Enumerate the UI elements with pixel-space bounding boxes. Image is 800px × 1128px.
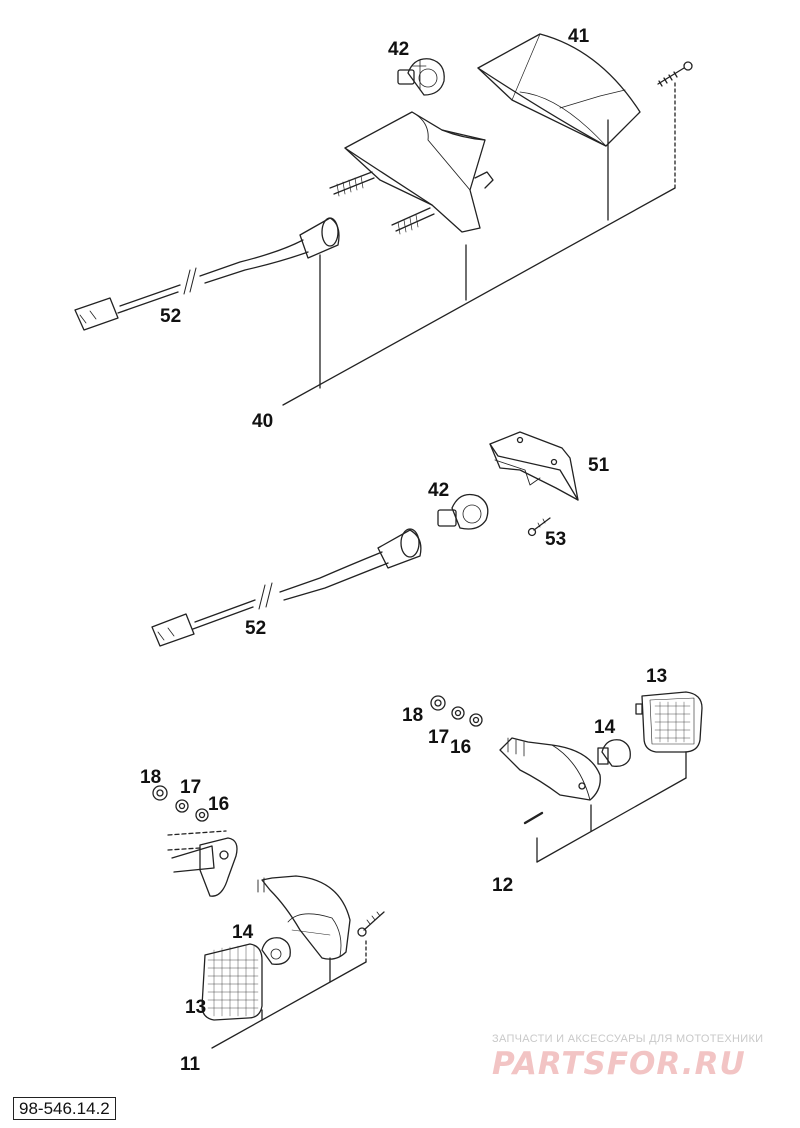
- callout-16-right: 16: [450, 737, 472, 758]
- screw-top: [657, 61, 693, 87]
- callout-42-top: 42: [388, 39, 410, 60]
- nut-washers-left: [152, 785, 209, 822]
- lamp-bracket-51: [489, 431, 579, 501]
- callout-14-left: 14: [232, 922, 254, 943]
- leader-lines-group-40: [282, 79, 676, 406]
- socket-wire-52-top: [74, 217, 340, 331]
- bulb-42-top: [397, 58, 445, 96]
- lens-13-right: [635, 691, 703, 753]
- callout-17-right: 17: [428, 727, 450, 748]
- watermark-logo: PARTSFOR.RU: [492, 1046, 746, 1082]
- callout-41: 41: [568, 26, 590, 47]
- callout-18-right: 18: [402, 705, 424, 726]
- callout-11: 11: [180, 1054, 201, 1075]
- lens-13-left: [201, 943, 263, 1021]
- bulb-42-mid: [437, 493, 489, 530]
- taillight-housing-40: [329, 111, 494, 235]
- lens-41: [477, 33, 641, 147]
- nut-washers-right: [430, 695, 483, 727]
- callout-18-left: 18: [140, 767, 162, 788]
- callout-13-right: 13: [646, 666, 668, 687]
- callout-17-left: 17: [180, 777, 202, 798]
- indicator-housing-right: [499, 737, 601, 825]
- bulb-14-right: [597, 739, 631, 767]
- indicator-housing-left: [257, 875, 351, 960]
- bulb-14-left: [261, 937, 291, 965]
- reference-number: 98-546.14.2: [13, 1097, 116, 1120]
- screw-left: [357, 911, 385, 937]
- callout-13-left: 13: [185, 997, 207, 1018]
- callout-52-top: 52: [160, 306, 182, 327]
- callout-51: 51: [588, 455, 610, 476]
- leader-lines-group-11: [211, 939, 367, 1049]
- callout-40: 40: [252, 411, 274, 432]
- callout-12: 12: [492, 875, 514, 896]
- callout-14-right: 14: [594, 717, 616, 738]
- callout-53: 53: [545, 529, 567, 550]
- socket-wire-52-mid: [151, 528, 422, 647]
- mount-bracket-left: [167, 830, 238, 897]
- callout-16-left: 16: [208, 794, 230, 815]
- callout-52-mid: 52: [245, 618, 267, 639]
- leader-lines-group-12: [536, 751, 687, 863]
- screw-53: [527, 517, 551, 537]
- callout-42-mid: 42: [428, 480, 450, 501]
- watermark-subtitle: ЗАПЧАСТИ И АКСЕССУАРЫ ДЛЯ МОТОТЕХНИКИ: [492, 1033, 764, 1045]
